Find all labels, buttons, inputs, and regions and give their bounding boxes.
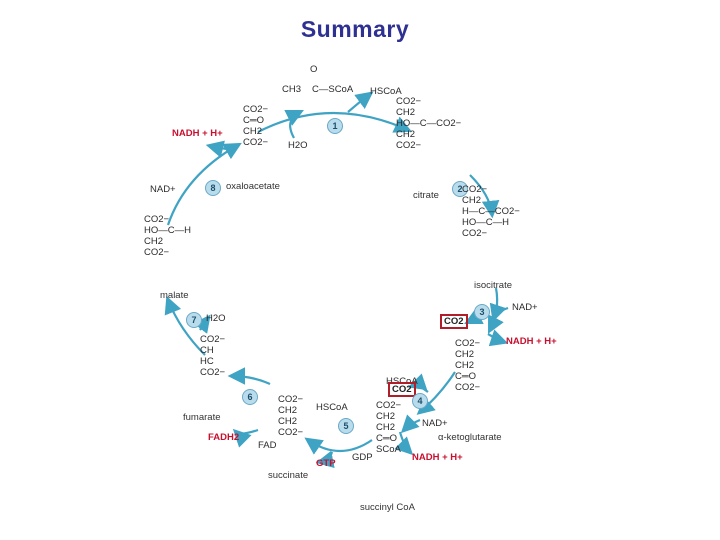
cofactor-nad-3: NAD+ xyxy=(512,302,538,313)
cofactor-fad-6: FAD xyxy=(258,440,277,451)
step-1: 1 xyxy=(327,118,343,134)
cofactor-nadh-4: NADH + H+ xyxy=(412,452,463,463)
step-4: 4 xyxy=(412,393,428,409)
arrow-branch-nad-4 xyxy=(400,414,421,434)
cofactor-nadh-3: NADH + H+ xyxy=(506,336,557,347)
step-8: 8 xyxy=(205,180,221,196)
structure-succinate: CO2− CH2 CH2 CO2− xyxy=(278,394,304,438)
cofactor-gdp-5: GDP xyxy=(352,452,373,463)
arrow-step-4 xyxy=(416,371,456,415)
name-oxaloacetate: oxaloacetate xyxy=(226,181,280,192)
arrow-step-3 xyxy=(488,287,504,334)
cofactor-co2-3: CO2 xyxy=(440,314,468,329)
arrow-branch-gtp-5 xyxy=(315,450,335,469)
cofactor-h2o-1: H2O xyxy=(288,140,308,151)
name-isocitrate: isocitrate xyxy=(474,280,513,291)
structure-isocitrate: CO2− CH2 H—C—CO2− HO—C—H CO2− xyxy=(462,184,520,239)
name-citrate: citrate xyxy=(413,190,439,201)
arrow-branch-hscoa-1 xyxy=(347,91,374,113)
cofactor-h2o-7: H2O xyxy=(206,313,226,324)
structure-fumarate: CO2− CH HC CO2− xyxy=(200,334,226,378)
name-succinate: succinate xyxy=(268,470,309,481)
arrow-branch-nadh-4 xyxy=(394,431,414,456)
arrow-branch-h2o-7 xyxy=(193,314,211,334)
structure-succinyl: CO2− CH2 CH2 C═O SCoA xyxy=(376,400,402,455)
step-3: 3 xyxy=(474,304,490,320)
acetyl-ch3: CH3 xyxy=(282,84,302,95)
arrow-step-8 xyxy=(166,142,242,226)
cofactor-hscoa-1: HSCoA xyxy=(370,86,402,97)
structure-akg: CO2− CH2 CH2 C═O CO2− xyxy=(455,338,481,393)
cofactor-fadh2-6: FADH2 xyxy=(208,432,240,443)
cofactor-nad-8: NAD+ xyxy=(150,184,176,195)
arrow-branch-co2-4 xyxy=(407,373,429,393)
arrow-branch-nadh-8 xyxy=(205,140,236,158)
structure-oxaloacetate: CO2− C═O CH2 CO2− xyxy=(243,104,269,148)
name-fumarate: fumarate xyxy=(183,412,221,423)
cofactor-gtp-5: GTP xyxy=(316,458,336,469)
cofactor-hscoa-5: HSCoA xyxy=(316,402,348,413)
cofactor-nad-4: NAD+ xyxy=(422,418,448,429)
arrow-step-7 xyxy=(164,295,206,356)
cofactor-nadh-8: NADH + H+ xyxy=(172,128,223,139)
arrow-branch-fadh2-6 xyxy=(232,428,259,448)
arrow-step-1 xyxy=(257,111,413,133)
arrow-branch-nad-3 xyxy=(489,302,509,323)
step-6: 6 xyxy=(242,389,258,405)
acetyl-sc: C—SCoA xyxy=(312,84,354,95)
arrow-step-6 xyxy=(227,367,271,386)
arrow-branch-h2o-1 xyxy=(284,110,304,139)
name-malate: malate xyxy=(160,290,189,301)
structure-citrate: CO2− CH2 HO—C—CO2− CH2 CO2− xyxy=(396,96,462,151)
cofactor-hscoa-4: HSCoA xyxy=(386,376,418,387)
page-title: Summary xyxy=(300,16,410,42)
step-5: 5 xyxy=(338,418,354,434)
cofactor-co2-4: CO2 xyxy=(388,382,416,397)
arrow-step-2 xyxy=(469,174,500,219)
structure-malate: CO2− HO—C—H CH2 CO2− xyxy=(144,214,191,258)
name-succinyl: succinyl CoA xyxy=(360,502,415,513)
arrow-branch-nadh-3 xyxy=(487,329,509,347)
step-2: 2 xyxy=(452,181,468,197)
step-7: 7 xyxy=(186,312,202,328)
acetyl-o: O xyxy=(310,64,318,75)
name-akg: α-ketoglutarate xyxy=(438,432,502,443)
arrow-step-5 xyxy=(304,437,373,455)
